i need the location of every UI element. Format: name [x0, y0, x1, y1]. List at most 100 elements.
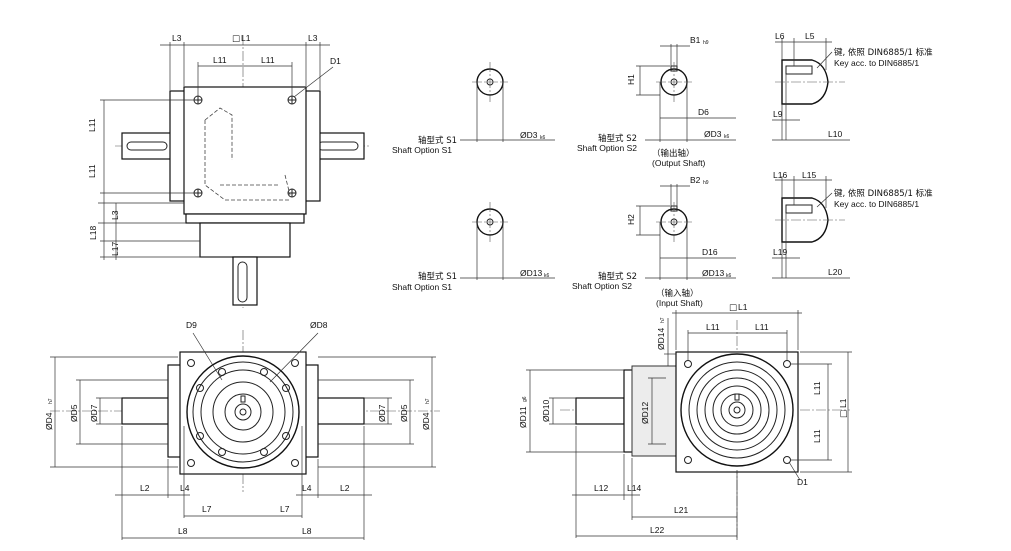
shaft-option-label: 轴型式 S2 [598, 271, 637, 282]
dim-label: L12 [594, 483, 608, 493]
shaft-option-label: Shaft Option S2 [572, 281, 632, 291]
dim-label: L11 [213, 55, 227, 65]
shaft-option-s1-input [460, 202, 555, 280]
dim-label: L11 [755, 322, 769, 332]
key-detail-input [772, 176, 850, 279]
dim-label: L10 [828, 129, 842, 139]
dim-label: L16 [773, 170, 787, 180]
tolerance: h7 [660, 317, 666, 323]
dim-label: L8 [178, 526, 188, 536]
dim-label: L8 [302, 526, 312, 536]
dim-label: L7 [280, 504, 290, 514]
side-view [98, 35, 370, 308]
tolerance: k6 [726, 273, 732, 279]
dim-label: L1 [838, 398, 848, 408]
dim-label: L2 [340, 483, 350, 493]
tolerance: k6 [544, 273, 550, 279]
key-note: 键, 依照 DIN6885/1 标准 [834, 47, 933, 58]
dim-label: L15 [802, 170, 816, 180]
dim-label: L20 [828, 267, 842, 277]
dim-label: ØD13 [702, 268, 724, 278]
dim-label: L11 [87, 164, 97, 178]
dim-label: L4 [302, 483, 312, 493]
shaft-role-label: (Input Shaft) [656, 298, 703, 308]
dim-label: D16 [702, 247, 718, 257]
tolerance: h7 [48, 398, 54, 404]
key-detail-output [772, 38, 850, 141]
dim-label: H2 [626, 214, 636, 225]
shaft-option-s2-output [636, 44, 736, 142]
shaft-option-label: 轴型式 S1 [418, 135, 457, 146]
dim-label: L11 [812, 381, 822, 395]
square-symbol: □ [839, 410, 849, 418]
key-note: Key acc. to DIN6885/1 [834, 58, 919, 68]
dim-label: B2 [690, 175, 701, 185]
tolerance: h9 [703, 40, 709, 46]
dim-label: L2 [140, 483, 150, 493]
dim-label: D6 [698, 107, 709, 117]
key-note: 键, 依照 DIN6885/1 标准 [834, 188, 933, 199]
dim-label: L11 [812, 429, 822, 443]
dim-label: ØD3 [520, 130, 538, 140]
dim-label: D1 [797, 477, 808, 487]
square-symbol: □ [729, 303, 737, 313]
tolerance: k6 [540, 135, 546, 141]
shaft-role-label: （输出轴） [652, 148, 695, 159]
dim-label: L4 [180, 483, 190, 493]
dim-label: L3 [110, 210, 120, 220]
shaft-option-s1-output [460, 62, 555, 142]
tolerance: h7 [425, 398, 431, 404]
dim-label: L18 [88, 226, 98, 240]
dim-label: L11 [87, 118, 97, 132]
dim-label: ØD7 [89, 404, 99, 422]
dim-label: L3 [172, 33, 182, 43]
dim-label: B1 [690, 35, 701, 45]
dim-label: D1 [330, 56, 341, 66]
key-note: Key acc. to DIN6885/1 [834, 199, 919, 209]
dim-label: D9 [186, 320, 197, 330]
dim-label: L11 [706, 322, 720, 332]
dim-label: ØD13 [520, 268, 542, 278]
dim-label: L21 [674, 505, 688, 515]
dim-label: L6 [775, 31, 785, 41]
dim-label: ØD4 [44, 412, 54, 430]
dim-label: L5 [805, 31, 815, 41]
dim-label: H1 [626, 74, 636, 85]
shaft-role-label: (Output Shaft) [652, 158, 706, 168]
dim-label: L11 [261, 55, 275, 65]
end-view [526, 310, 852, 540]
mounting-hole [287, 188, 297, 198]
dim-label: ØD8 [310, 320, 328, 330]
shaft-option-label: 轴型式 S1 [418, 271, 457, 282]
shaft-role-label: （输入轴） [656, 288, 699, 299]
dim-label: ØD5 [69, 404, 79, 422]
dim-label: ØD7 [377, 404, 387, 422]
dim-label: L7 [202, 504, 212, 514]
shaft-option-label: Shaft Option S2 [577, 143, 637, 153]
dim-label: ØD4 [421, 412, 431, 430]
dim-label: ØD14 [656, 328, 666, 350]
dim-label: ØD5 [399, 404, 409, 422]
mounting-hole [287, 95, 297, 105]
dim-label: ØD12 [640, 402, 650, 424]
shaft-option-s2-input [636, 184, 736, 280]
dim-label: L14 [627, 483, 641, 493]
dim-label: L1 [241, 33, 251, 43]
front-view [50, 330, 440, 540]
dim-label: L22 [650, 525, 664, 535]
tolerance: g6 [522, 396, 528, 402]
shaft-option-label: Shaft Option S1 [392, 282, 452, 292]
dim-label: L9 [773, 109, 783, 119]
square-symbol: □ [232, 34, 240, 44]
shaft-option-label: Shaft Option S1 [392, 145, 452, 155]
dim-label: ØD10 [541, 400, 551, 422]
dim-label: ØD3 [704, 129, 722, 139]
dim-label: L1 [738, 302, 748, 312]
tolerance: h9 [703, 180, 709, 186]
dim-label: L17 [110, 242, 120, 256]
dim-label: L3 [308, 33, 318, 43]
shaft-option-label: 轴型式 S2 [598, 133, 637, 144]
dim-label: L19 [773, 247, 787, 257]
dim-label: ØD11 [518, 406, 528, 428]
